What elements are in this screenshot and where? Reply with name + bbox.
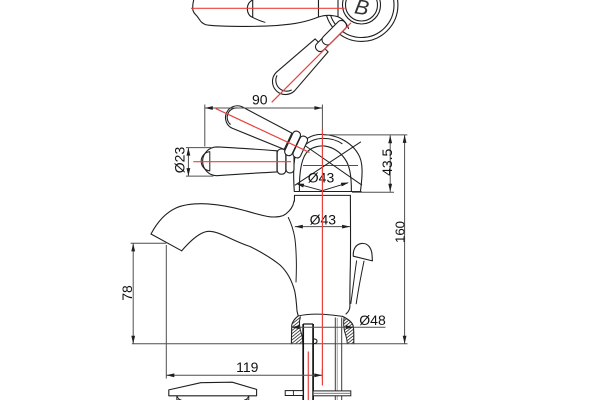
svg-text:43.5: 43.5 <box>379 148 395 175</box>
svg-text:160: 160 <box>393 221 408 243</box>
svg-text:Ø23: Ø23 <box>171 147 187 174</box>
svg-text:119: 119 <box>236 359 259 375</box>
svg-text:78: 78 <box>119 285 135 301</box>
svg-text:B: B <box>353 0 371 21</box>
svg-text:90: 90 <box>252 91 268 107</box>
svg-text:Ø48: Ø48 <box>359 312 386 328</box>
svg-text:Ø43: Ø43 <box>308 170 335 186</box>
